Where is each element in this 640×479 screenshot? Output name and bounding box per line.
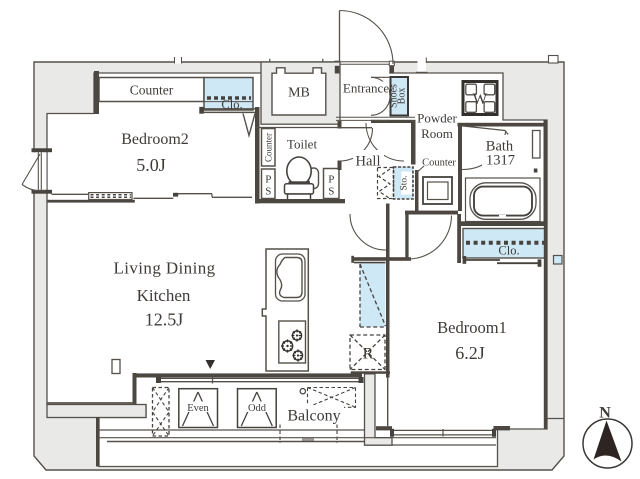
svg-text:MB: MB xyxy=(288,86,310,101)
svg-text:Hall: Hall xyxy=(356,154,381,170)
svg-text:Living Dining: Living Dining xyxy=(113,259,215,278)
svg-text:Counter: Counter xyxy=(422,158,456,169)
svg-text:Odd: Odd xyxy=(248,403,267,414)
svg-text:1317: 1317 xyxy=(486,153,515,169)
svg-text:5.0J: 5.0J xyxy=(136,155,166,175)
svg-text:R: R xyxy=(363,346,374,363)
svg-text:Powder: Powder xyxy=(417,111,457,126)
svg-text:Room: Room xyxy=(421,126,453,141)
svg-text:S: S xyxy=(328,186,334,198)
svg-text:Counter: Counter xyxy=(130,83,174,98)
svg-text:Shoes: Shoes xyxy=(389,84,400,108)
svg-text:P: P xyxy=(328,174,334,186)
svg-text:Counter: Counter xyxy=(264,133,274,162)
svg-text:Kitchen: Kitchen xyxy=(137,286,191,305)
svg-text:Bedroom1: Bedroom1 xyxy=(437,318,507,337)
svg-text:Balcony: Balcony xyxy=(287,408,340,425)
svg-text:Clo.: Clo. xyxy=(221,98,242,112)
svg-text:Bedroom2: Bedroom2 xyxy=(121,131,189,148)
svg-text:N: N xyxy=(599,405,611,422)
svg-text:Clo.: Clo. xyxy=(498,244,519,258)
svg-text:12.5J: 12.5J xyxy=(145,310,184,330)
svg-text:Box: Box xyxy=(396,88,407,105)
svg-text:Bath: Bath xyxy=(486,139,514,155)
svg-text:P: P xyxy=(265,174,271,186)
svg-text:S: S xyxy=(265,186,271,198)
svg-text:Sto.: Sto. xyxy=(400,175,410,190)
svg-text:6.2J: 6.2J xyxy=(455,343,485,363)
svg-text:Toilet: Toilet xyxy=(287,137,318,152)
svg-text:Entrance: Entrance xyxy=(343,81,389,96)
svg-text:W: W xyxy=(473,91,488,108)
svg-text:Even: Even xyxy=(187,403,209,414)
